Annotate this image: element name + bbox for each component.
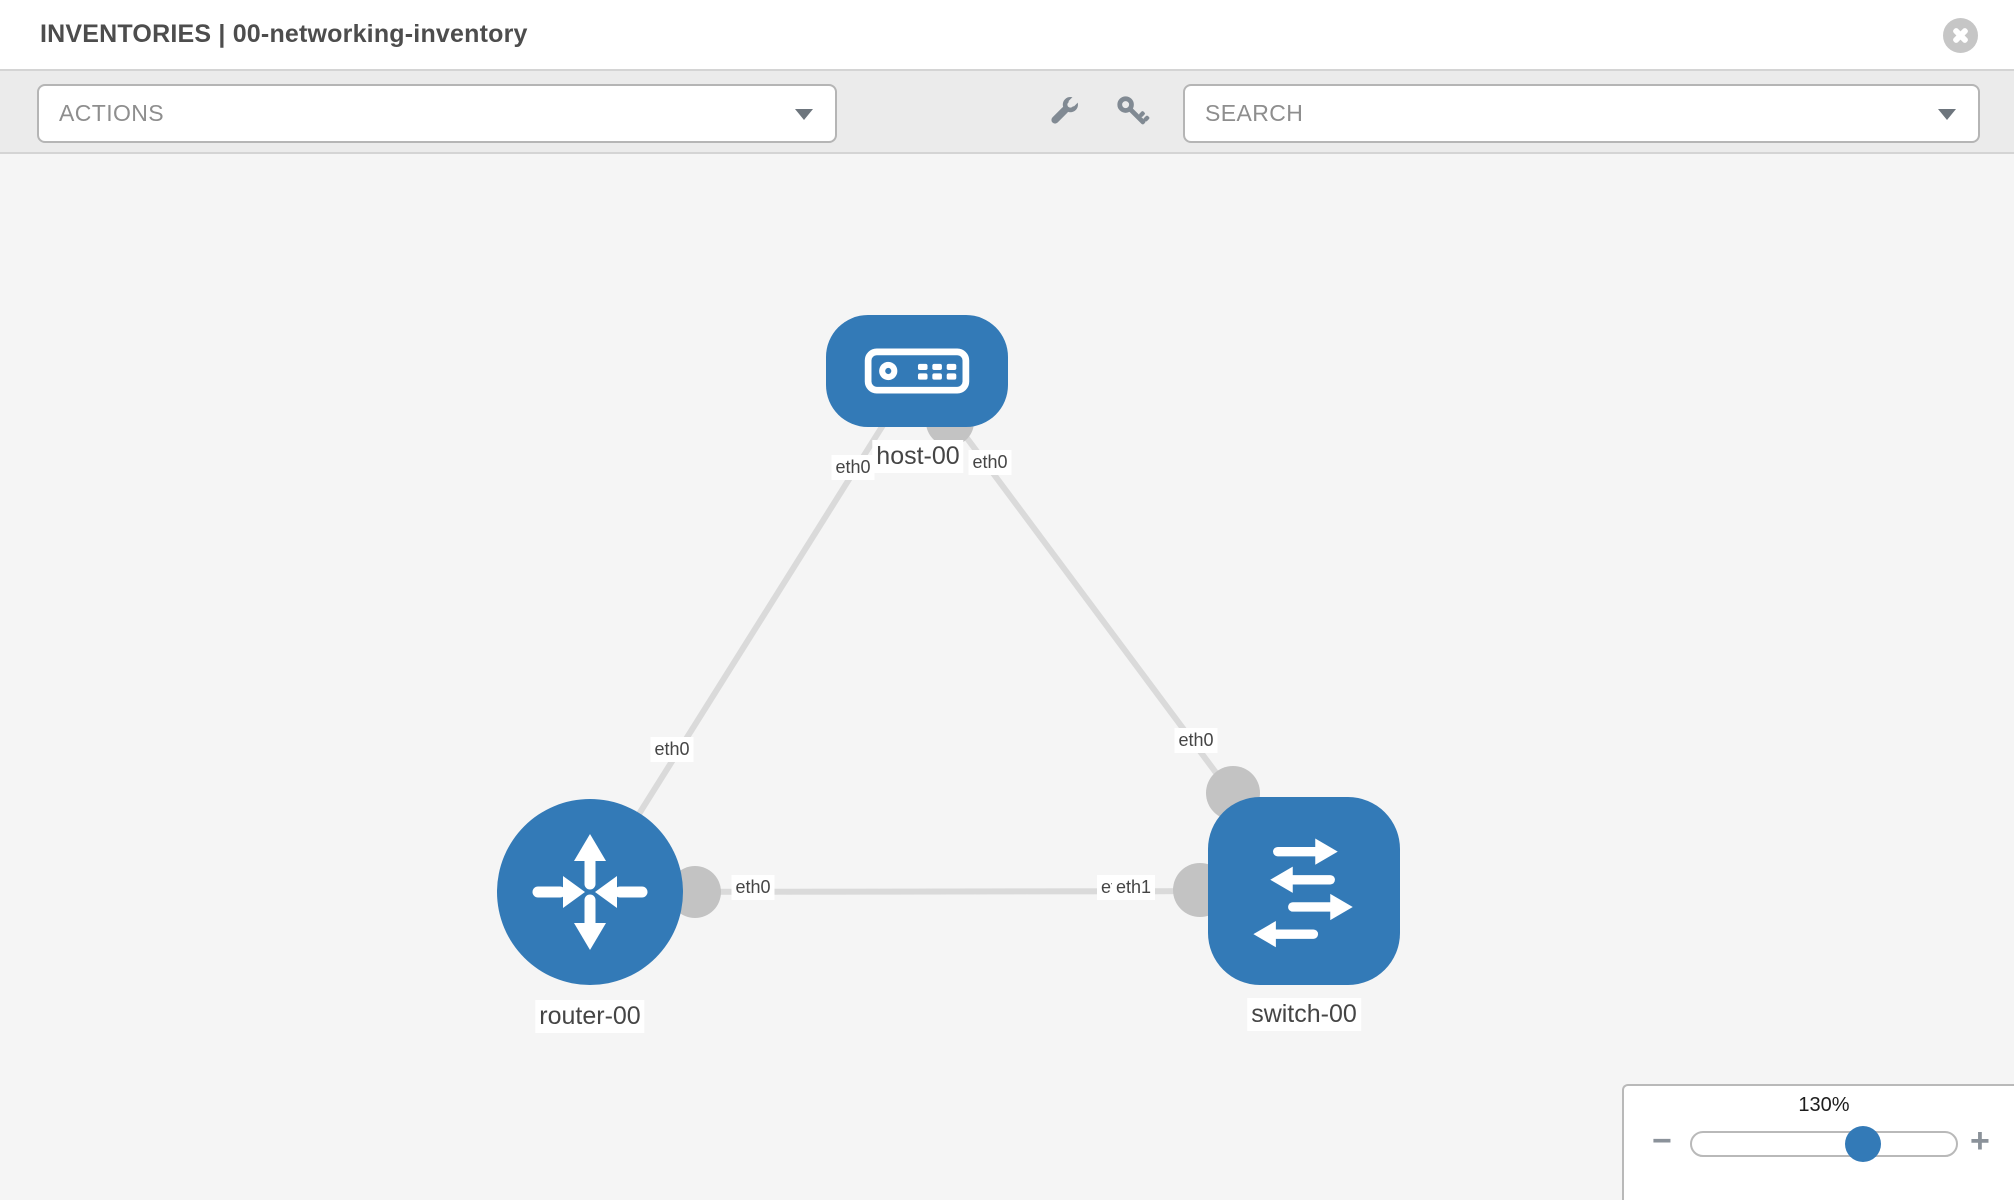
router-icon: [532, 834, 648, 950]
interface-label-host-eth0-left: eth0: [831, 455, 875, 480]
page-title: INVENTORIES | 00-networking-inventory: [40, 20, 528, 48]
chevron-down-icon: [795, 108, 813, 120]
topology-links-layer: [587, 369, 1307, 918]
topology-node-switch[interactable]: [1208, 797, 1400, 985]
interface-label-switch-eth0-top: eth0: [1174, 728, 1218, 753]
wrench-glyph: [1051, 94, 1081, 124]
toolbar: ACTIONS SEARCH: [0, 71, 2014, 154]
host-icon: [864, 348, 970, 394]
actions-dropdown-label: ACTIONS: [59, 100, 165, 126]
topology-canvas[interactable]: eth0 host-00 eth0 eth0 eth0 eth0 eth0 et…: [0, 154, 2014, 1200]
node-label-host: host-00: [872, 440, 964, 474]
topology-node-host[interactable]: [826, 315, 1008, 427]
interface-label-router-eth0-right: eth0: [731, 875, 775, 900]
topology-node-router[interactable]: [497, 799, 683, 985]
panel-header: INVENTORIES | 00-networking-inventory: [0, 0, 2014, 71]
zoom-control-panel: 130% − +: [1622, 1084, 2014, 1200]
zoom-slider-track[interactable]: [1690, 1131, 1958, 1157]
node-label-switch: switch-00: [1247, 998, 1361, 1032]
key-glyph: [1117, 96, 1150, 125]
interface-label-router-eth0-top: eth0: [650, 737, 694, 762]
close-icon[interactable]: [1943, 18, 1978, 53]
zoom-out-button[interactable]: −: [1652, 1122, 1672, 1160]
zoom-percent-value: 130%: [1798, 1094, 1850, 1116]
node-label-router: router-00: [535, 1000, 645, 1034]
interface-label-host-eth0-right: eth0: [968, 450, 1012, 475]
search-dropdown-label: SEARCH: [1205, 100, 1304, 126]
search-dropdown[interactable]: SEARCH: [1183, 84, 1980, 143]
key-icon[interactable]: [1114, 93, 1152, 131]
chevron-down-icon: [1938, 108, 1956, 120]
wrench-icon[interactable]: [1044, 93, 1082, 131]
actions-dropdown[interactable]: ACTIONS: [37, 84, 837, 143]
interface-label-switch-eth1: eth1: [1112, 875, 1156, 900]
zoom-in-button[interactable]: +: [1970, 1122, 1990, 1160]
switch-icon: [1253, 838, 1353, 948]
zoom-slider-handle[interactable]: [1845, 1126, 1881, 1162]
close-x-glyph: [1953, 28, 1968, 43]
